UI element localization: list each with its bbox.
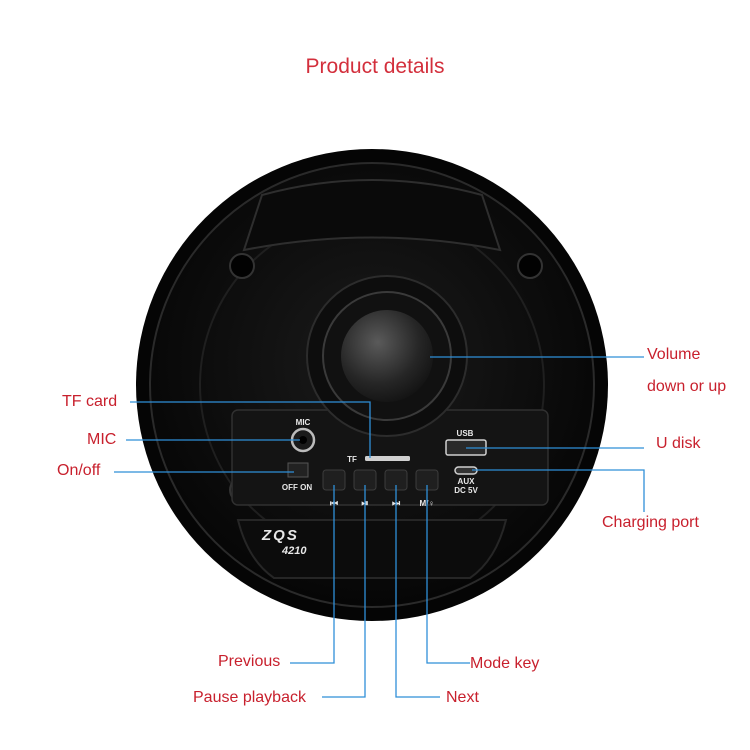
brand-name: ZQS [261, 527, 299, 544]
power-switch [287, 462, 309, 478]
aux-silk-label: AUX [458, 477, 476, 486]
u-disk-label: U disk [656, 435, 701, 452]
top-handle [242, 179, 502, 252]
dc-silk-label: DC 5V [454, 486, 478, 495]
mode-key-label: Mode key [470, 655, 540, 672]
tf-silk-label: TF [347, 455, 357, 464]
leader-lines [114, 356, 645, 698]
on-off-label: On/off [57, 462, 101, 479]
mic-label: MIC [87, 431, 117, 448]
usb-silk-label: USB [457, 429, 474, 438]
charging-port-label: Charging port [602, 514, 699, 531]
mic-silk-label: MIC [296, 418, 311, 427]
tf-slot [365, 456, 410, 461]
switch-silk-label: OFF ON [282, 483, 312, 492]
pause-playback-label: Pause playback [193, 689, 306, 706]
tf-card-label: TF card [62, 393, 118, 410]
volume-label-line2: down or up [647, 378, 727, 395]
control-buttons [322, 469, 439, 491]
volume-knob [341, 310, 433, 402]
brand-model: 4210 [281, 545, 307, 557]
bottom-grille [236, 519, 508, 579]
previous-label: Previous [218, 653, 281, 670]
next-label: Next [446, 689, 479, 706]
page-title: Product details [305, 55, 445, 78]
volume-label: Volume [647, 346, 701, 363]
